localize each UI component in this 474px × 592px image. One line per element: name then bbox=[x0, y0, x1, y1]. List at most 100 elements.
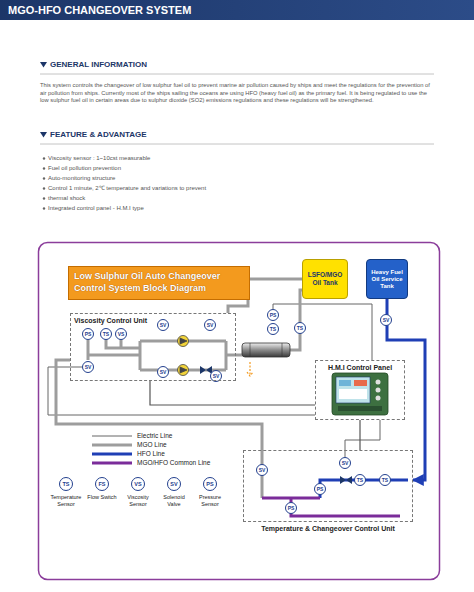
bullet-dot bbox=[43, 207, 45, 209]
bullet-dot bbox=[43, 157, 45, 209]
sensor-callout: SV bbox=[339, 457, 351, 469]
hmi-device bbox=[332, 373, 388, 415]
oil-tank: LSFO/MGO Oil Tank bbox=[302, 259, 348, 299]
hmi-device bbox=[338, 406, 382, 411]
symbol-caption: Viscosity Sensor bbox=[120, 494, 156, 507]
sensor-callout: TS bbox=[267, 323, 279, 335]
body-paragraph: This system controls the changeover of l… bbox=[40, 82, 435, 105]
feature-bullet: Control 1 minute, 2℃ temperature and var… bbox=[48, 185, 206, 193]
sensor-callout: TS bbox=[354, 474, 366, 486]
control-panel: H.M.I Control Panel bbox=[315, 360, 405, 420]
diagram-frame bbox=[39, 243, 440, 580]
sensor-callout: PS bbox=[82, 328, 94, 340]
legend-sample bbox=[92, 441, 132, 449]
feature-bullet: Viscosity sensor : 1~10cst measurable bbox=[48, 155, 150, 163]
hmi-device bbox=[376, 396, 381, 401]
heading-marker bbox=[40, 62, 47, 68]
oil-tank: Heavy Fuel Oil Service Tank bbox=[366, 259, 408, 299]
sensor-callout: VS bbox=[115, 328, 127, 340]
valve-symbol bbox=[340, 476, 352, 484]
heading-marker bbox=[40, 132, 47, 138]
mgo-pipe bbox=[140, 341, 242, 370]
sensor-callout: TS bbox=[294, 322, 306, 334]
pipe-connector bbox=[150, 381, 315, 405]
pipe-connector bbox=[56, 360, 262, 450]
bullet-dot bbox=[43, 197, 45, 199]
pipe-connector bbox=[359, 420, 360, 450]
bullet-dot bbox=[43, 167, 45, 169]
pump-symbol bbox=[180, 338, 187, 344]
bullet-dot bbox=[43, 187, 45, 189]
legend-row: MGO/HFO Common Line bbox=[92, 458, 210, 467]
legend-sample bbox=[92, 432, 132, 440]
node-label: Temperature & Changeover Control Unit bbox=[224, 524, 432, 533]
unit-frame: Temperature & Changeover Control Unit bbox=[243, 450, 413, 522]
feature-bullet: Fuel oil pollution prevention bbox=[48, 165, 121, 173]
bullet-dot bbox=[43, 177, 45, 179]
bullet-dot bbox=[43, 157, 45, 159]
legend-sample bbox=[92, 450, 132, 458]
mgo-pipe bbox=[88, 339, 140, 360]
unit-frame: Viscosity Control Unit bbox=[70, 313, 236, 381]
hmi-device bbox=[339, 380, 351, 386]
sensor-callout: TS bbox=[379, 474, 391, 486]
symbol-caption: Temperature Sensor bbox=[48, 494, 84, 507]
sensor-callout: SV bbox=[157, 366, 169, 378]
legend-sample bbox=[92, 452, 132, 455]
flow-arrow bbox=[247, 362, 253, 376]
sensor-callout: SV bbox=[204, 319, 216, 331]
diagram-frame bbox=[39, 243, 440, 580]
heading-rule bbox=[40, 74, 434, 75]
hmi-device bbox=[336, 377, 370, 403]
sensor-callout: SV bbox=[157, 319, 169, 331]
symbol-caption: Pressure Sensor bbox=[192, 494, 228, 507]
flow-arrow bbox=[249, 362, 250, 375]
section-heading: GENERAL INFORMATION bbox=[50, 60, 147, 70]
legend-sample bbox=[92, 435, 132, 436]
heading-rule bbox=[40, 144, 434, 145]
page-title: MGO-HFO CHANGEOVER SYSTEM bbox=[8, 4, 191, 16]
heater-cylinder bbox=[250, 343, 251, 357]
node-label: Low Sulphur Oil Auto Changeover Control … bbox=[74, 270, 244, 294]
legend-row: HFO Line bbox=[92, 449, 165, 458]
electric-wire bbox=[345, 420, 380, 457]
pump-symbol bbox=[178, 336, 189, 376]
symbol-key: SV bbox=[167, 477, 181, 491]
section-heading: FEATURE & ADVANTAGE bbox=[50, 130, 147, 140]
pump-symbol bbox=[178, 336, 189, 347]
title-box: Low Sulphur Oil Auto Changeover Control … bbox=[68, 266, 250, 300]
legend-row: Electric Line bbox=[92, 431, 172, 440]
symbol-caption: Solenoid Valve bbox=[156, 494, 192, 507]
hmi-device bbox=[332, 373, 388, 415]
heater-cylinder bbox=[282, 343, 283, 357]
hmi-device bbox=[354, 380, 367, 386]
legend-text: HFO Line bbox=[137, 450, 165, 457]
legend-text: MGO Line bbox=[137, 441, 167, 448]
symbol-key: TS bbox=[59, 477, 73, 491]
feature-bullet: thermal shock bbox=[48, 195, 85, 203]
common-pipe bbox=[262, 498, 400, 516]
heading-rule bbox=[40, 74, 434, 144]
legend-text: MGO/HFO Common Line bbox=[137, 459, 210, 466]
pump-symbol bbox=[178, 365, 189, 376]
node-label: H.M.I Control Panel bbox=[319, 363, 401, 372]
electric-wire bbox=[48, 304, 380, 457]
symbol-key: FS bbox=[95, 477, 109, 491]
sensor-callout: SV bbox=[256, 464, 268, 476]
sensor-callout: SV bbox=[380, 314, 392, 326]
legend-sample bbox=[92, 461, 132, 464]
sensor-callout: TS bbox=[100, 328, 112, 340]
feature-bullet: Auto-monitoring structure bbox=[48, 175, 115, 183]
mgo-pipe bbox=[290, 290, 302, 350]
symbol-key: PS bbox=[203, 477, 217, 491]
symbol-caption: Flow Switch bbox=[84, 494, 120, 501]
symbol-key: VS bbox=[131, 477, 145, 491]
sensor-callout: PS bbox=[285, 502, 297, 514]
legend-sample bbox=[92, 443, 132, 446]
node-label: LSFO/MGO Oil Tank bbox=[306, 271, 344, 287]
heater-cylinder bbox=[242, 343, 290, 357]
pipe-connector bbox=[387, 299, 425, 480]
flow-arrow bbox=[247, 372, 253, 376]
feature-bullet: Integrated control panel - H.M.I type bbox=[48, 205, 144, 213]
legend-text: Electric Line bbox=[137, 432, 172, 439]
